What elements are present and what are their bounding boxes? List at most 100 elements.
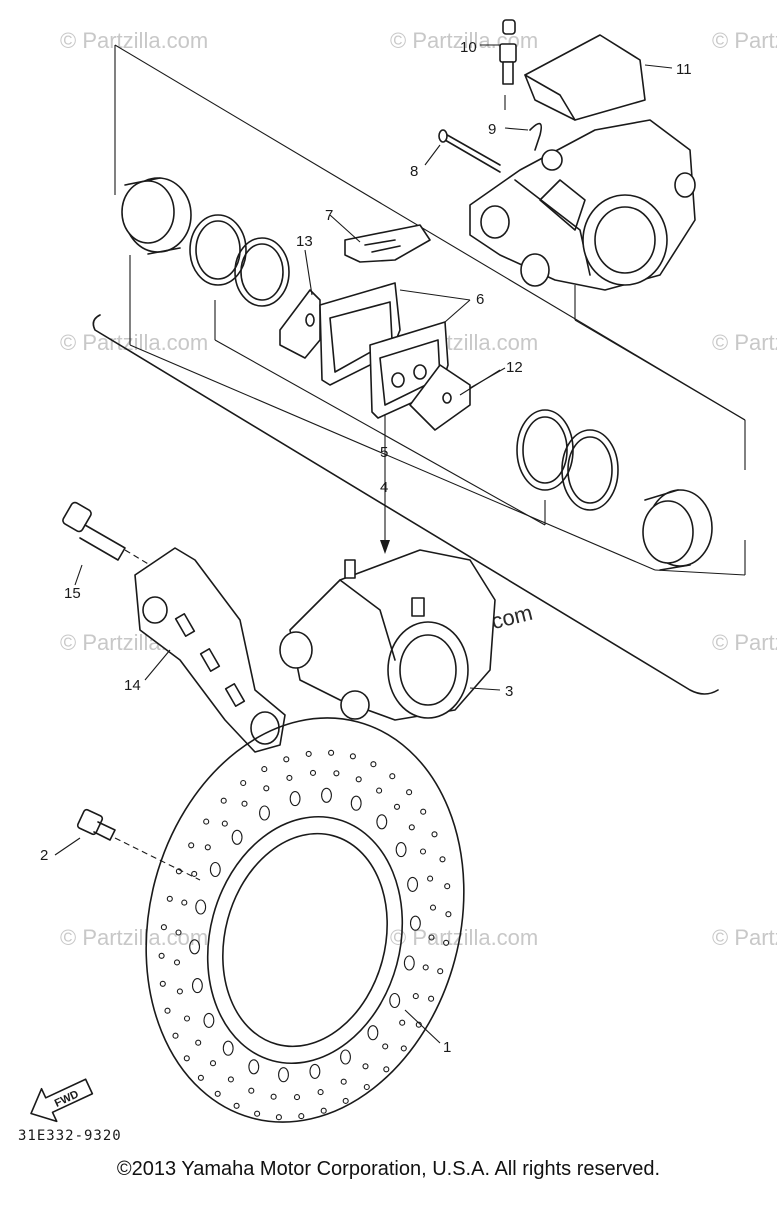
disc-hole: [363, 1083, 370, 1091]
disc-hole: [409, 915, 421, 931]
disc-hole: [349, 753, 356, 760]
disc-hole: [370, 761, 377, 768]
disc-hole: [195, 1039, 202, 1046]
disc-hole: [209, 1060, 217, 1067]
disc-hole: [248, 1059, 260, 1075]
watermark: © Partzilla.com: [712, 330, 777, 355]
disc-hole: [259, 805, 270, 821]
disc-hole: [173, 959, 181, 966]
callout-2: 2: [40, 847, 48, 864]
piston-upper: [121, 177, 192, 255]
caliper-lower: [279, 549, 496, 721]
disc-hole: [214, 1090, 221, 1097]
disc-hole: [383, 1066, 390, 1073]
leader-lines: [54, 44, 673, 1044]
pad-pin: [438, 129, 501, 173]
disc-hole: [172, 1032, 179, 1039]
callout-15: 15: [64, 585, 81, 602]
disc-hole: [431, 831, 438, 838]
callout-9: 9: [488, 121, 496, 138]
disc-hole: [342, 1097, 349, 1104]
disc-hole: [175, 929, 182, 936]
disc-hole: [176, 988, 183, 995]
disc-hole: [181, 899, 188, 906]
pad-spring: [344, 224, 431, 263]
callout-8: 8: [410, 163, 418, 180]
watermark: © Partzilla.com: [60, 28, 208, 53]
clip: [529, 122, 543, 151]
disc-hole: [376, 787, 383, 794]
bracket-bolt: [62, 501, 151, 566]
disc-hole: [340, 1078, 347, 1085]
shim-inner: [279, 289, 321, 359]
disc-hole: [427, 875, 434, 882]
disc-hole: [298, 1113, 305, 1120]
callout-10: 10: [460, 39, 477, 56]
disc-hole: [439, 856, 446, 863]
disc-hole: [248, 1087, 255, 1094]
disc-hole: [241, 800, 248, 807]
callout-1: 1: [443, 1039, 451, 1056]
disc-hole: [420, 808, 427, 815]
watermark: © Partzilla.com: [390, 925, 538, 950]
callouts: 1 2 3 4 5 6 7 8 9 10 11 12 13 14 15: [40, 39, 692, 1056]
disc-hole: [317, 1089, 324, 1096]
disc-hole: [412, 993, 419, 1000]
disc-hole: [221, 820, 228, 827]
disc-hole: [362, 1063, 369, 1070]
disc-hole: [160, 924, 167, 931]
disc-hole: [408, 824, 415, 831]
disc-hole: [309, 769, 317, 776]
disc-hole: [321, 787, 332, 803]
disc-hole: [333, 770, 340, 777]
disc-hole: [191, 978, 203, 994]
disc-hole: [204, 844, 211, 851]
disc-hole: [289, 791, 301, 807]
disc-hole: [203, 818, 210, 825]
disc-hole: [305, 750, 312, 757]
disc-hole: [437, 968, 444, 975]
disc-hole: [278, 1067, 289, 1083]
disc-hole: [203, 1012, 215, 1028]
disc-hole: [158, 952, 165, 959]
disc-hole: [328, 749, 335, 756]
disc-hole: [254, 1110, 261, 1117]
watermark: © Partzilla.com: [712, 28, 777, 53]
disc-hole: [443, 939, 450, 946]
disc-hole: [195, 899, 207, 915]
watermark: © Partzilla.com: [60, 330, 208, 355]
disc-hole: [209, 861, 221, 878]
callout-3: 3: [505, 683, 513, 700]
disc-hole: [188, 842, 195, 849]
callout-12: 12: [506, 359, 523, 376]
disc-hole: [189, 939, 201, 955]
disc-hole: [429, 904, 437, 911]
disc-hole: [222, 1040, 234, 1056]
watermark: © Partzilla.com: [712, 630, 777, 655]
disc-hole: [399, 1019, 406, 1026]
watermark: © Partzilla.com: [712, 925, 777, 950]
drawing-code: 31E332-9320: [18, 1128, 122, 1144]
callout-14: 14: [124, 677, 141, 694]
fwd-arrow: FWD: [30, 1078, 94, 1123]
disc-hole: [428, 995, 435, 1002]
disc-hole: [293, 1094, 301, 1101]
disc-hole: [428, 934, 435, 941]
disc-hole: [175, 868, 182, 875]
disc-hole: [270, 1093, 277, 1100]
disc-hole: [220, 797, 227, 804]
brake-disc: [145, 717, 465, 1123]
disc-hole: [275, 1114, 282, 1121]
disc-hole: [389, 773, 396, 780]
disc-hole: [395, 842, 407, 858]
brake-pads: [319, 282, 471, 419]
disc-hole: [183, 1055, 190, 1062]
watermark: © Partzilla.com: [60, 925, 208, 950]
disc-hole: [240, 779, 247, 787]
callout-7: 7: [325, 207, 333, 224]
disc-hole: [445, 911, 452, 918]
disc-hole: [389, 992, 401, 1009]
disc-hole: [286, 774, 293, 781]
callout-6: 6: [476, 291, 484, 308]
